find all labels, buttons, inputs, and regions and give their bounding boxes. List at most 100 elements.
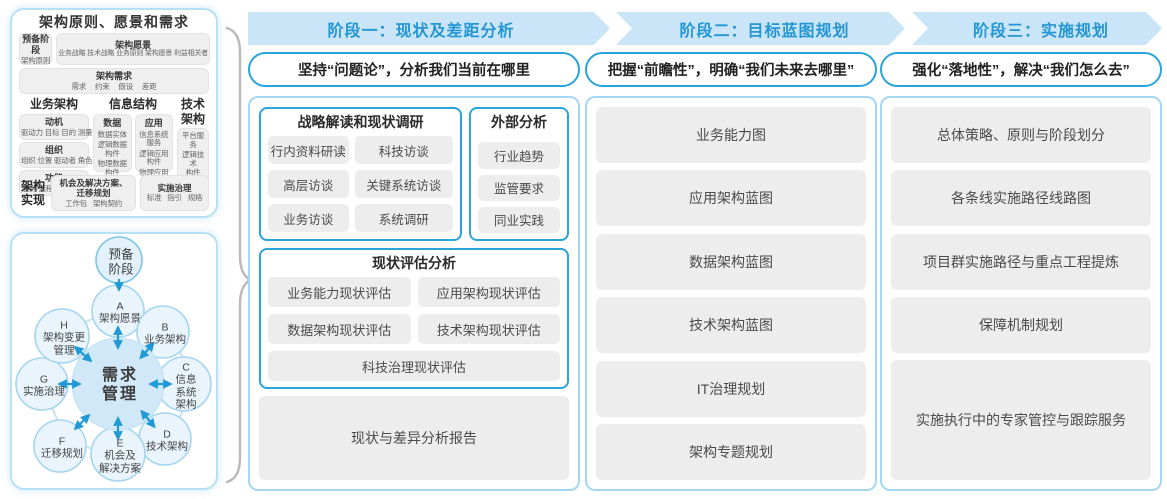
assessment-title: 现状评估分析 — [372, 255, 456, 271]
application-item: 逻辑应用 构件 — [139, 148, 169, 167]
adm-cycle-graphic — [15, 236, 212, 482]
node-f-circle — [33, 419, 87, 473]
assessment-item: 技术架构现状评估 — [417, 314, 560, 345]
node-h-circle — [34, 308, 90, 364]
data-item: 逻辑数据 构件 — [97, 140, 127, 158]
phase2-header-text: 阶段二：目标蓝图规划 — [679, 22, 850, 40]
opportunities-migration-sub: 工作包 架构契约 — [65, 198, 123, 208]
organization-sub: 组织 位置 驱动者 角色 — [21, 155, 93, 165]
motivation-title: 动机 — [44, 116, 63, 127]
data-item: 物理数据 构件 — [97, 159, 127, 178]
external-analysis-box: 外部分析 行业趋势 监管要求 同业实践 — [469, 107, 569, 241]
prep-phase-title: 预备阶段 — [22, 33, 50, 55]
phase2-deliverable-box: IT治理规划 — [596, 360, 866, 417]
requirement-title: 架构需求 — [95, 71, 132, 82]
center-h-arrow — [73, 345, 93, 363]
phase3-subtitle: 强化“落地性”，解决“我们怎么去” — [880, 52, 1162, 87]
phase2-content: 业务能力图 应用架构蓝图 数据架构蓝图 技术架构蓝图 IT治理规划 架构专题规划 — [585, 96, 877, 491]
business-architecture-column: 业务架构 动机 驱动力 目标 目的 测量 组织 组织 位置 驱动者 角色 功能 … — [19, 97, 93, 197]
phase3-header-text: 阶段三：实施规划 — [972, 22, 1109, 40]
data-item: 数据实体 — [97, 129, 127, 139]
strategy-item: 业务访谈 — [268, 204, 349, 233]
organization-box: 组织 组织 位置 驱动者 角色 — [19, 141, 93, 169]
phase2-subtitle: 把握“前瞻性”，明确“我们未来去哪里” — [585, 52, 877, 87]
data-title: 数据 — [103, 117, 122, 128]
assessment-analysis-box: 现状评估分析 业务能力现状评估 应用架构现状评估 数据架构现状评估 技术架构现状… — [259, 248, 569, 390]
external-item: 监管要求 — [478, 174, 560, 201]
phase2-deliverable-box: 数据架构蓝图 — [596, 233, 866, 290]
prep-vision-row: 预备阶段 架构原则 架构愿景 业务战略 技术战略 业务原则 架构愿景 利益相关者 — [19, 33, 210, 66]
center-d-arrow — [140, 409, 156, 429]
node-d-circle — [138, 412, 192, 466]
motivation-sub: 驱动力 目标 目的 测量 — [21, 127, 93, 137]
center-b-arrow — [139, 341, 155, 360]
prep-phase-box: 预备阶段 架构原则 — [19, 33, 53, 66]
prep-phase-circle — [95, 236, 143, 284]
external-analysis-title: 外部分析 — [491, 114, 547, 130]
technology-architecture-column: 技术架构 平台服务 逻辑技术 构件 物理技术 构件 — [177, 97, 209, 209]
strategy-item: 高层访谈 — [268, 170, 349, 199]
strategy-item: 行内资料研读 — [268, 136, 349, 165]
phase2-deliverable-box: 应用架构蓝图 — [596, 170, 866, 227]
assessment-item: 业务能力现状评估 — [268, 277, 411, 308]
data-box: 数据 数据实体 逻辑数据 构件 物理数据 构件 — [93, 113, 132, 177]
application-item: 信息系统 服务 — [139, 129, 169, 148]
external-item: 行业趋势 — [478, 142, 560, 169]
implementation-governance-title: 实施治理 — [157, 183, 192, 194]
prep-phase-sub: 架构原则 — [21, 55, 51, 65]
architecture-vision-box: 架构愿景 业务战略 技术战略 业务原则 架构愿景 利益相关者 — [56, 33, 210, 66]
adm-cycle-panel: 预备 阶段 A 架构愿景 B 业务架构 C 信息系统 架构 D 技术架构 E 机… — [10, 232, 218, 490]
phase2-deliverable-box: 架构专题规划 — [596, 423, 866, 480]
phase3-header-band: 阶段三：实施规划 — [912, 12, 1162, 45]
phase3-deliverable-box: 总体策略、原则与阶段划分 — [891, 107, 1151, 163]
requirement-sub: 需求 约束 假设 差距 — [71, 82, 157, 92]
motivation-box: 动机 驱动力 目标 目的 测量 — [19, 113, 93, 140]
organization-title: 组织 — [44, 144, 63, 155]
opportunities-migration-title: 机会及解决方案、 迁移规划 — [59, 178, 128, 199]
strategy-item: 关键系统访谈 — [354, 170, 453, 199]
implementation-label: 架构 实现 — [20, 178, 45, 207]
center-f-arrow — [73, 413, 91, 431]
panel-title: 架构原则、愿景和需求 — [39, 14, 189, 30]
business-architecture-header: 业务架构 — [29, 97, 78, 112]
strategy-research-title: 战略解读和现状调研 — [297, 114, 424, 130]
vision-title: 架构愿景 — [115, 39, 152, 50]
application-title: 应用 — [144, 117, 163, 128]
assessment-item: 应用架构现状评估 — [417, 277, 560, 308]
strategy-research-box: 战略解读和现状调研 行内资料研读 科技访谈 高层访谈 关键系统访谈 业务访谈 系… — [259, 107, 462, 241]
phase2-deliverable-box: 业务能力图 — [596, 107, 866, 163]
phase1-subtitle: 坚持“问题论”，分析我们当前在哪里 — [248, 52, 580, 87]
cycle-arrows — [57, 279, 173, 441]
phase3-deliverable-box: 实施执行中的专家管控与跟踪服务 — [891, 360, 1151, 480]
phase3-content: 总体策略、原则与阶段划分 各条线实施路径线路图 项目群实施路径与重点工程提炼 保… — [880, 96, 1162, 491]
phase2-header-band: 阶段二：目标蓝图规划 — [616, 12, 905, 45]
phase3-deliverable-box: 项目群实施路径与重点工程提炼 — [891, 233, 1151, 290]
gap-analysis-report-box: 现状与差异分析报告 — [259, 396, 569, 480]
brace-path — [225, 26, 253, 484]
architecture-implementation-row: 架构 实现 机会及解决方案、 迁移规划 工作包 架构契约 实施治理 标准 指引 … — [19, 175, 209, 211]
phase1-header-text: 阶段一：现状及差距分析 — [327, 22, 515, 40]
phase3-deliverable-box: 各条线实施路径线路图 — [891, 170, 1151, 227]
architecture-requirement-box: 架构需求 需求 约束 假设 差距 — [19, 68, 209, 95]
assessment-item: 数据架构现状评估 — [268, 314, 411, 345]
implementation-governance-sub: 标准 指引 规格 — [146, 193, 203, 203]
information-structure-column: 信息结构 数据 数据实体 逻辑数据 构件 物理数据 构件 应用 信息系统 服务 … — [93, 97, 173, 186]
technology-item: 逻辑技术 构件 — [182, 150, 204, 177]
phase2-deliverable-box: 技术架构蓝图 — [596, 297, 866, 354]
architecture-columns: 业务架构 动机 驱动力 目标 目的 测量 组织 组织 位置 驱动者 角色 功能 … — [19, 97, 209, 209]
assessment-item-full: 科技治理现状评估 — [268, 351, 560, 382]
phase1-header-band: 阶段一：现状及差距分析 — [248, 12, 610, 45]
external-item: 同业实践 — [478, 206, 560, 233]
strategy-item: 系统调研 — [354, 204, 453, 233]
implementation-governance-box: 实施治理 标准 指引 规格 — [140, 175, 209, 211]
technology-item: 平台服务 — [182, 131, 204, 149]
information-structure-header: 信息结构 — [108, 97, 157, 112]
phase1-content: 战略解读和现状调研 行内资料研读 科技访谈 高层访谈 关键系统访谈 业务访谈 系… — [248, 96, 580, 491]
strategy-item: 科技访谈 — [354, 136, 453, 165]
phase3-deliverable-box: 保障机制规划 — [891, 296, 1151, 353]
architecture-content-panel: 架构原则、愿景和需求 预备阶段 架构原则 架构愿景 业务战略 技术战略 业务原则… — [10, 8, 218, 218]
application-box: 应用 信息系统 服务 逻辑应用 构件 物理应用 构件 — [134, 113, 173, 186]
vision-sub: 业务战略 技术战略 业务原则 架构愿景 利益相关者 — [58, 50, 208, 58]
technology-architecture-header: 技术架构 — [180, 97, 205, 126]
